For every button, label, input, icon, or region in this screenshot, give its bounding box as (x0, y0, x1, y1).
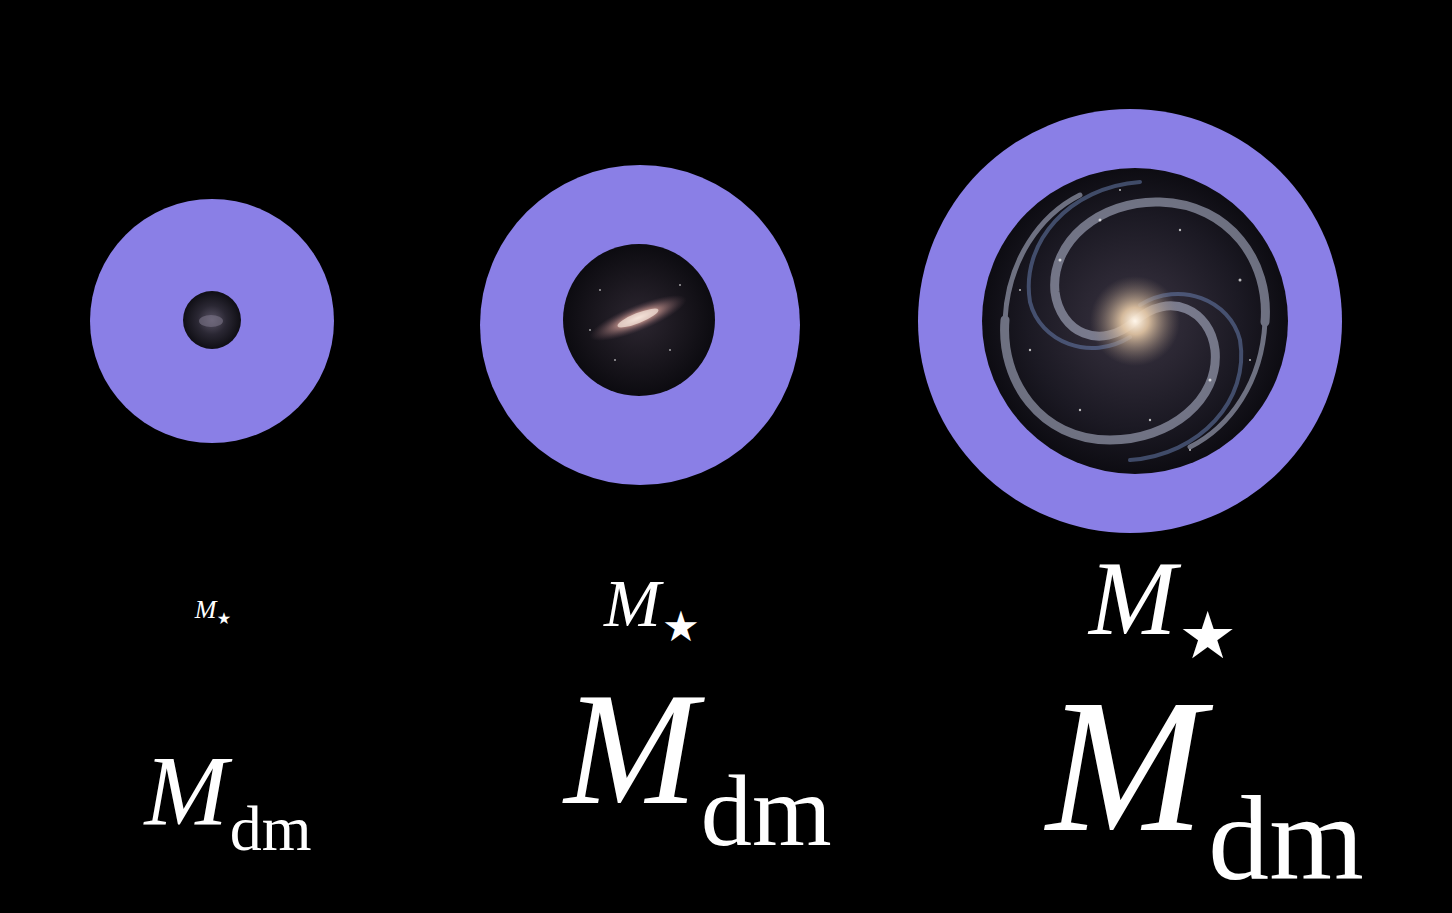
mass-label: M★ (604, 569, 700, 637)
dark-matter-subscript: dm (701, 760, 832, 862)
mass-symbol: M (144, 741, 227, 841)
stellar-subscript: ★ (1179, 604, 1237, 669)
mass-symbol: M (1046, 671, 1204, 861)
dark-matter-subscript: dm (230, 797, 312, 861)
mass-symbol: M (195, 597, 217, 623)
dark-matter-subscript: dm (1208, 778, 1363, 900)
mass-label: M★ (195, 597, 232, 623)
mass-label: Mdm (144, 741, 311, 841)
stellar-subscript: ★ (217, 611, 231, 627)
mass-label: Mdm (1046, 671, 1363, 861)
mass-symbol: M (1089, 546, 1176, 651)
mass-symbol: M (564, 669, 697, 829)
mass-symbol: M (604, 569, 661, 637)
mass-label: M★ (1089, 546, 1237, 651)
mass-label: Mdm (564, 669, 831, 829)
stellar-subscript: ★ (662, 606, 700, 648)
